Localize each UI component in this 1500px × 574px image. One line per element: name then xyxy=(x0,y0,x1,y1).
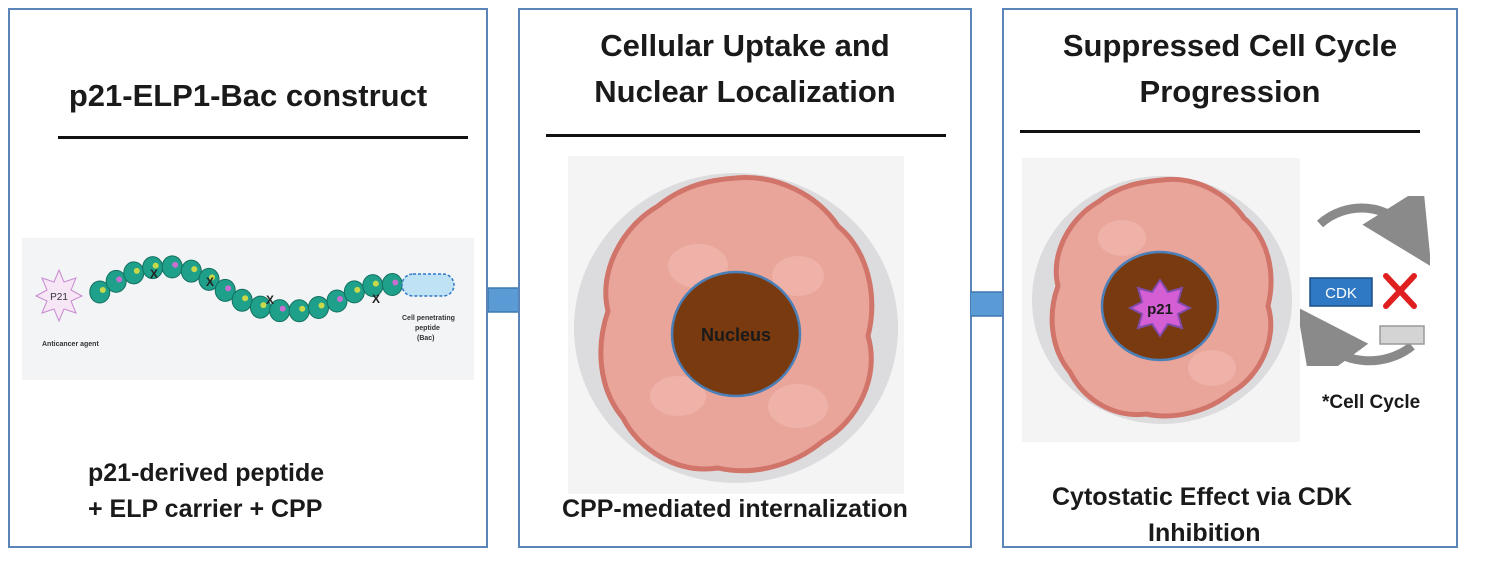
elp-bead-dot xyxy=(354,286,361,293)
elp-bead xyxy=(214,278,236,302)
cell-cycle-label: *Cell Cycle xyxy=(1322,392,1421,413)
elp-bead xyxy=(308,295,330,319)
anticancer-label: Anticancer agent xyxy=(42,341,99,348)
p21-label: p21 xyxy=(1147,301,1173,318)
elp-bead-dot xyxy=(392,279,399,286)
x-mark: X xyxy=(150,267,158,281)
p21-construct-label: P21 xyxy=(50,292,68,303)
elp-bead-dot xyxy=(372,280,379,287)
elp-bead xyxy=(343,280,365,304)
cdk-box xyxy=(1309,277,1373,307)
elp-bead xyxy=(161,255,183,279)
panel-3-title-line-2: Progression xyxy=(1139,74,1321,109)
elp-bead-dot xyxy=(172,261,179,268)
cdk-label: CDK xyxy=(1325,285,1357,302)
panel-1-title-divider xyxy=(58,136,468,139)
elp-bead xyxy=(231,288,253,312)
x-mark: X xyxy=(372,292,380,306)
cyclin-box xyxy=(1379,325,1425,345)
elp-bead xyxy=(381,273,403,297)
cycle-arrow-top-icon xyxy=(1316,196,1430,267)
nucleus-label: Nucleus xyxy=(701,325,771,345)
elp-bead xyxy=(326,289,348,313)
cell-illustration: Nucleus xyxy=(568,156,904,494)
panel-2-title-line-1: Cellular Uptake and xyxy=(600,28,890,63)
nucleus xyxy=(670,270,802,398)
elp-bead-dot xyxy=(152,262,159,269)
cpp-capsule-icon xyxy=(401,273,455,297)
panel-3-caption-line-1: Cytostatic Effect via CDK xyxy=(1052,483,1353,511)
panel-3-caption-line-2: Inhibition xyxy=(1148,519,1261,547)
elp-bead xyxy=(288,299,310,323)
cpp-label-2: peptide xyxy=(415,325,440,332)
cpp-label-3: (Bac) xyxy=(417,335,435,342)
construct-illustration: P21 Anticancer agent X X X X Cell penetr… xyxy=(22,238,474,380)
panel-2-title-line-2: Nuclear Localization xyxy=(594,74,896,109)
elp-bead-dot xyxy=(209,274,216,281)
p21-cell-illustration: p21 xyxy=(1022,158,1300,442)
elp-bead xyxy=(198,267,220,291)
p21-star-icon xyxy=(1127,278,1193,338)
p21-star-icon xyxy=(34,268,84,323)
elp-bead-dot xyxy=(191,266,198,273)
panel-2-title-divider xyxy=(546,134,946,137)
cpp-label-1: Cell penetrating xyxy=(402,315,455,322)
elp-bead xyxy=(180,259,202,283)
elp-bead-dot xyxy=(279,305,286,312)
elp-bead-dot xyxy=(133,267,140,274)
cycle-arrow-bottom-icon xyxy=(1300,306,1415,366)
elp-bead-dot xyxy=(336,296,343,303)
panel-3-title-divider xyxy=(1020,130,1420,133)
elp-bead-dot xyxy=(225,285,232,292)
x-mark-icon xyxy=(1383,273,1417,309)
x-mark: X xyxy=(266,293,274,307)
elp-bead-dot xyxy=(260,302,267,309)
cell-cycle-schematic: CDK xyxy=(1300,196,1430,366)
panel-construct: p21-ELP1-Bac construct P21 Anticancer ag… xyxy=(8,8,488,548)
elp-bead-dot xyxy=(299,305,306,312)
elp-bead-dot xyxy=(116,276,123,283)
elp-beads xyxy=(89,255,403,323)
panel-2-caption: CPP-mediated internalization xyxy=(562,495,908,523)
x-mark: X xyxy=(206,275,214,289)
elp-bead-dot xyxy=(242,295,249,302)
panel-1-caption-line-1: p21-derived peptide xyxy=(88,459,325,487)
panel-1-title: p21-ELP1-Bac construct xyxy=(68,78,428,113)
elp-bead xyxy=(123,261,145,285)
panel-1-caption-line-2: + ELP carrier + CPP xyxy=(88,495,323,523)
panel-3-title-line-1: Suppressed Cell Cycle xyxy=(1062,28,1398,63)
panel-uptake: Cellular Uptake and Nuclear Localization… xyxy=(518,8,972,548)
elp-bead xyxy=(89,280,111,304)
elp-bead-dot xyxy=(99,287,106,294)
elp-bead xyxy=(105,269,127,293)
panel-cell-cycle: Suppressed Cell Cycle Progression p21 CD… xyxy=(1002,8,1458,548)
elp-bead-dot xyxy=(318,302,325,309)
